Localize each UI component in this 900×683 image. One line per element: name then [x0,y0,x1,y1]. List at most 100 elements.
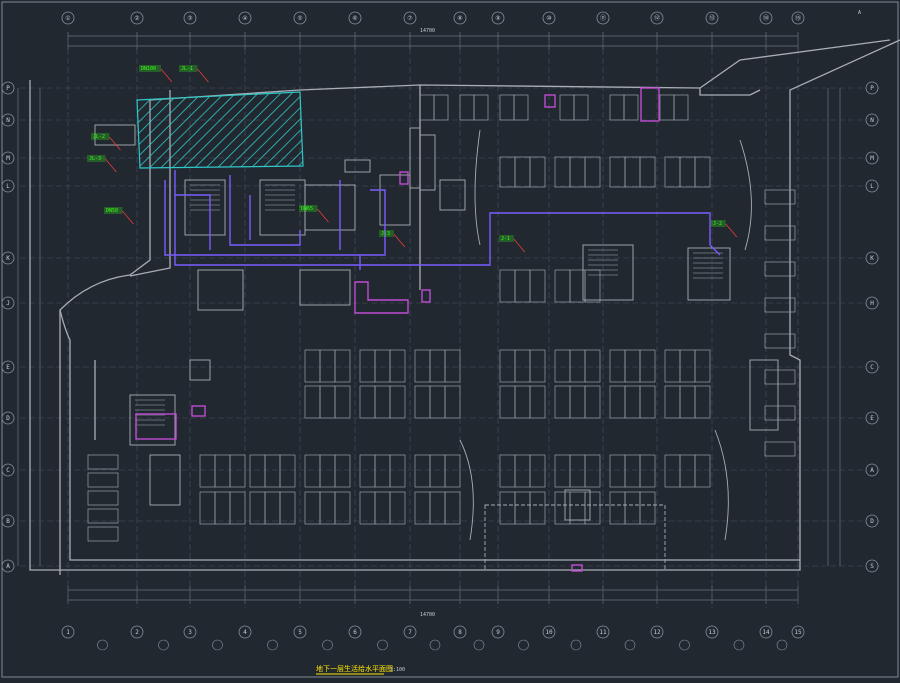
grid-bubble [542,11,556,25]
leader-line [317,208,329,223]
annotation-box [379,230,394,237]
parking-stall [529,491,546,525]
parking-stall [639,385,656,419]
annotation-text: JL-2 [93,134,105,140]
parking-stall [389,385,406,419]
room [439,179,466,211]
grid-bubble [791,11,805,25]
parking-stall [374,385,391,419]
leader-line [513,238,526,253]
parking-stall [444,491,461,525]
sub-grid-bubble [776,639,788,651]
grid-bubble [1,179,15,193]
grid-bubble-label: K [870,255,874,262]
grid-bubble [491,11,505,25]
parking-stall [639,491,656,525]
parking-stall [304,491,321,525]
parking-stall [334,349,351,383]
grid-bubble [865,559,879,573]
parking-stall [609,349,626,383]
axis-grid [20,40,880,608]
parking-stall [679,454,696,488]
leader-line [122,210,134,225]
parking-stall [694,349,711,383]
water-tank-hatch[interactable] [136,91,304,169]
sub-grid-bubble [473,639,485,651]
parking-stall [559,94,575,121]
parking-stall [249,454,266,488]
grid-bubble-label: 5 [298,629,302,636]
grid-bubble-label: ⑬ [709,14,715,22]
sub-grid-bubble [624,639,636,651]
annotation-box [87,155,106,162]
parking-stall [514,349,531,383]
room [299,269,351,306]
parking-stall [499,491,516,525]
grid-bubble [183,625,197,639]
parking-stall [584,385,601,419]
ramp-curve [714,429,729,541]
grid-bubble [596,625,610,639]
grid-bubble-label: 3 [188,629,192,636]
parking-stall [429,349,446,383]
grid-bubble [865,251,879,265]
annotation-text: J-3 [381,231,390,237]
parking-stall [87,508,119,524]
parking-stall [444,454,461,488]
parking-stall [584,454,601,488]
parking-stall [87,472,119,488]
parking-stall [573,94,589,121]
parking-stall [529,454,546,488]
annotation-text: J-2 [713,221,722,227]
parking-stall [584,491,601,525]
grid-bubble-label: 13 [708,629,716,636]
grid-bubble [1,81,15,95]
parking-stall [229,454,246,488]
parking-stall [514,385,531,419]
grid-bubble-label: P [870,85,874,92]
water-supply-pipes[interactable] [164,170,721,270]
grid-bubble [650,11,664,25]
parking-stall [514,491,531,525]
annotation-text: JL-1 [181,66,193,72]
leader-line [197,68,209,83]
sub-grid-bubble [377,639,388,651]
parking-stall [499,94,515,121]
parking-stall [433,94,449,121]
parking-stall [359,349,376,383]
room [419,134,436,191]
parking-stall [569,156,586,188]
parking-stall [414,349,431,383]
grid-bubble [1,411,15,425]
room [749,359,779,431]
grid-bubble-label: ④ [242,15,247,22]
ramp-curve [739,139,752,251]
grid-bubble [238,11,252,25]
total-dimension-bottom: 14700 [420,612,435,618]
grid-bubble-label: 6 [353,629,357,636]
grid-bubble-label: ⑤ [297,15,302,22]
grid-bubble [705,11,719,25]
parking-stall [374,491,391,525]
grid-bubble-label: P [6,85,10,92]
annotation-text: J-1 [501,236,510,242]
grid-bubble-label: K [6,255,10,262]
parking-stall [199,491,216,525]
grid-bubble-label: E [870,415,874,422]
grid-bubble [791,625,805,639]
grid-bubble [865,81,879,95]
grid-bubble [238,625,252,639]
grid-bubble-label: 15 [794,629,802,636]
parking-stall [499,269,516,303]
parking-stall [249,491,266,525]
grid-bubble-label: N [870,117,874,124]
annotation-box [299,205,318,212]
grid-bubble [596,11,610,25]
grid-bubble-label: S [870,563,874,570]
parking-stall [624,349,641,383]
sub-grid-bubble [158,639,169,651]
grid-bubble-label: 9 [496,629,500,636]
sub-grid-bubble [212,639,223,651]
